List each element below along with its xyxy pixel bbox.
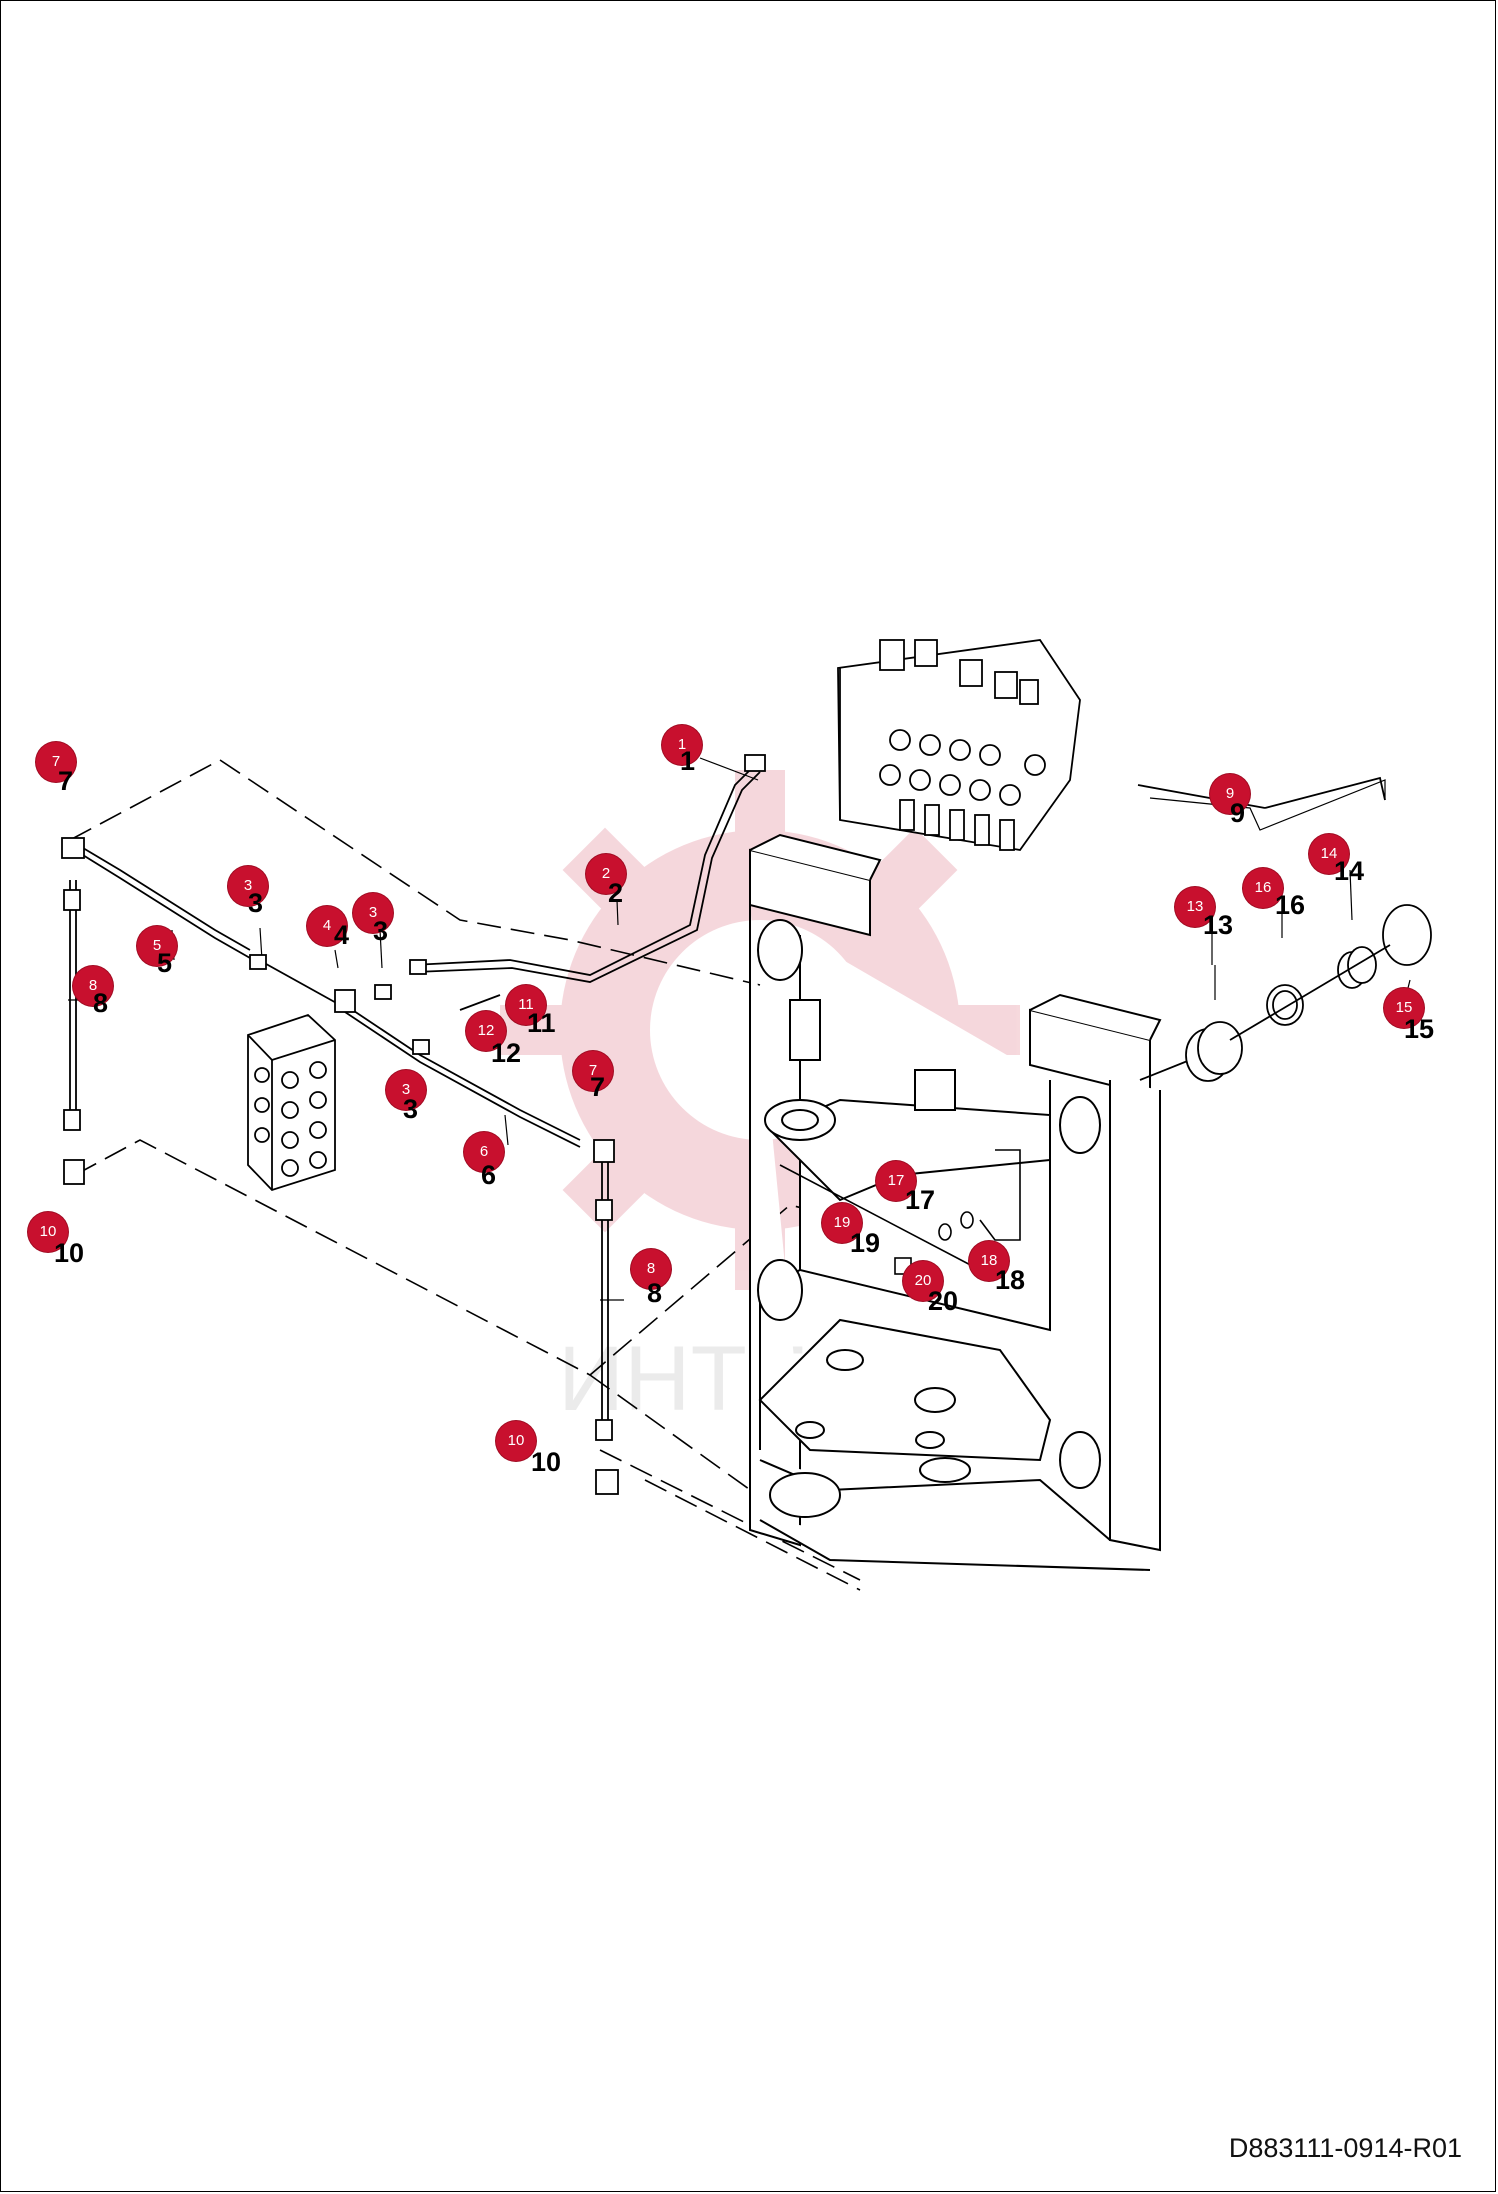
callout-badge-10[interactable]: 10: [28, 1212, 68, 1252]
callout-label-5: 5: [157, 948, 173, 978]
callout-badge-14[interactable]: 14: [1309, 834, 1349, 874]
callout-label-7: 7: [590, 1072, 606, 1102]
callout-label-17: 17: [905, 1185, 936, 1215]
callout-label-19: 19: [850, 1228, 881, 1258]
callout-label-4: 4: [334, 920, 350, 950]
callout-label-7: 7: [58, 766, 74, 796]
callout-badge-10[interactable]: 10: [496, 1421, 536, 1461]
callout-label-3: 3: [248, 888, 264, 918]
callout-badge-1[interactable]: 1: [662, 725, 702, 765]
callout-badge-8[interactable]: 8: [73, 966, 113, 1006]
callout-label-10: 10: [531, 1447, 562, 1477]
callout-badge-13[interactable]: 13: [1175, 887, 1215, 927]
main-frame-structure: [749, 833, 1162, 1571]
callout-badge-20[interactable]: 20: [903, 1261, 943, 1301]
callout-badge-17[interactable]: 17: [876, 1161, 916, 1201]
callout-label-16: 16: [1275, 890, 1306, 920]
callout-badge-4[interactable]: 4: [307, 906, 347, 946]
callout-badge-19[interactable]: 19: [822, 1203, 862, 1243]
callout-badge-9[interactable]: 9: [1210, 774, 1250, 814]
callout-label-6: 6: [481, 1160, 497, 1190]
callout-badge-15[interactable]: 15: [1384, 988, 1424, 1028]
callout-label-20: 20: [928, 1286, 959, 1316]
callout-label-18: 18: [995, 1265, 1026, 1295]
callout-badge-3[interactable]: 3: [228, 866, 268, 906]
hoses-and-fittings: [61, 754, 766, 1495]
callout-label-12: 12: [491, 1038, 522, 1068]
callout-badge-8[interactable]: 8: [631, 1249, 671, 1289]
callout-label-9: 9: [1230, 798, 1246, 828]
cap-assembly-parts: [1137, 776, 1432, 1082]
callout-label-2: 2: [608, 878, 624, 908]
callout-label-3: 3: [403, 1094, 419, 1124]
callout-badge-7[interactable]: 7: [36, 742, 76, 782]
callout-badge-3[interactable]: 3: [386, 1070, 426, 1110]
callout-badge-12[interactable]: 12: [466, 1011, 506, 1051]
callout-label-15: 15: [1404, 1014, 1435, 1044]
callout-label-13: 13: [1203, 910, 1234, 940]
callout-badge-18[interactable]: 18: [969, 1241, 1009, 1281]
drawing-number: D883111-0914-R01: [1228, 2133, 1462, 2163]
callout-label-3: 3: [373, 916, 389, 946]
callout-label-1: 1: [680, 746, 696, 776]
callout-label-8: 8: [93, 988, 109, 1018]
callout-label-8: 8: [647, 1278, 663, 1308]
callout-badge-7[interactable]: 7: [573, 1051, 613, 1091]
callout-badge-11[interactable]: 11: [506, 985, 546, 1025]
callout-label-14: 14: [1334, 856, 1365, 886]
callout-badge-3[interactable]: 3: [353, 893, 393, 933]
callout-label-10: 10: [54, 1238, 85, 1268]
callout-badge-6[interactable]: 6: [464, 1132, 504, 1172]
callout-label-11: 11: [527, 1008, 556, 1038]
control-valve-block: [837, 639, 1081, 851]
callout-badge-2[interactable]: 2: [586, 854, 626, 894]
callout-badge-5[interactable]: 5: [137, 926, 177, 966]
distribution-block: [247, 1013, 336, 1192]
callout-badge-16[interactable]: 16: [1243, 868, 1283, 908]
